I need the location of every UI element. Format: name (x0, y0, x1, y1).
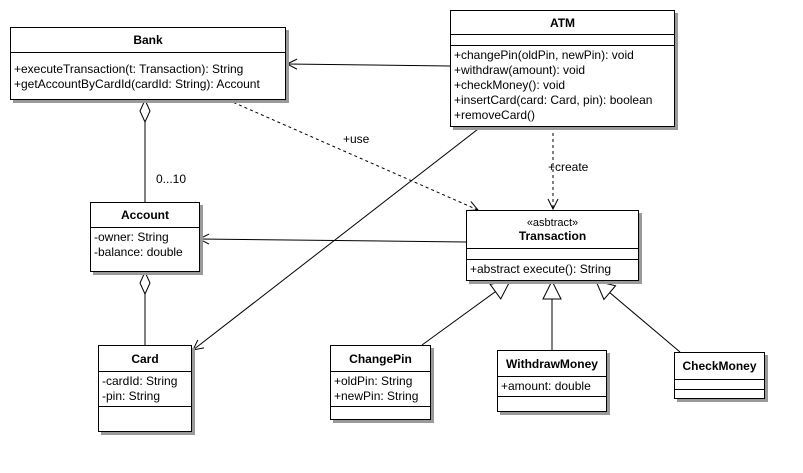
transaction-account-association (199, 239, 467, 242)
class-atm-methods: +changePin(oldPin, newPin): void +withdr… (451, 45, 674, 125)
method-withdraw: +withdraw(amount): void (454, 63, 586, 77)
class-transaction-methods: +abstract execute(): String (467, 259, 638, 279)
class-atm[interactable]: ATM +changePin(oldPin, newPin): void +wi… (450, 10, 675, 127)
class-card-empty-methods (99, 406, 191, 430)
class-transaction[interactable]: «asbtract» Transaction +abstract execute… (466, 210, 639, 281)
atm-card-association (193, 125, 483, 350)
attr-amount: +amount: double (501, 379, 591, 393)
class-atm-name: ATM (451, 11, 674, 35)
label-use: +use (343, 132, 370, 146)
attr-pin: -pin: String (102, 389, 161, 403)
class-atm-empty-attributes (451, 35, 674, 45)
class-withdrawmoney[interactable]: WithdrawMoney +amount: double (497, 350, 607, 412)
label-create: +create (548, 160, 589, 174)
attr-card-id: -cardId: String (102, 374, 178, 388)
class-changepin-empty-methods (331, 406, 430, 416)
method-change-pin: +changePin(oldPin, newPin): void (454, 48, 634, 62)
class-account[interactable]: Account -owner: String -balance: double (90, 202, 200, 272)
attr-owner: -owner: String (94, 230, 169, 244)
class-transaction-empty-attributes (467, 249, 638, 259)
class-changepin-attributes: +oldPin: String +newPin: String (331, 372, 430, 406)
class-card[interactable]: Card -cardId: String -pin: String (98, 345, 192, 432)
class-bank-name: Bank (11, 28, 285, 53)
class-transaction-header: «asbtract» Transaction (467, 211, 638, 249)
class-withdrawmoney-attributes: +amount: double (498, 377, 606, 396)
attr-old-pin: +oldPin: String (334, 374, 413, 388)
changepin-generalization (421, 280, 511, 346)
class-changepin[interactable]: ChangePin +oldPin: String +newPin: Strin… (330, 345, 431, 420)
method-execute-transaction: +executeTransaction(t: Transaction): Str… (14, 62, 244, 76)
class-bank-methods: +executeTransaction(t: Transaction): Str… (11, 53, 285, 94)
class-checkmoney-empty-methods (675, 389, 764, 398)
class-checkmoney-name: CheckMoney (675, 353, 764, 380)
class-changepin-name: ChangePin (331, 346, 430, 372)
class-account-name: Account (91, 203, 199, 228)
class-checkmoney[interactable]: CheckMoney (674, 352, 765, 399)
attr-balance: -balance: double (94, 245, 183, 259)
method-abstract-execute: +abstract execute(): String (470, 262, 612, 276)
label-multiplicity: 0...10 (156, 172, 187, 186)
method-remove-card: +removeCard() (454, 108, 536, 122)
method-get-account-by-card-id: +getAccountByCardId(cardId: String): Acc… (14, 77, 260, 91)
bank-transaction-use-dependency (227, 99, 478, 210)
method-check-money: +checkMoney(): void (454, 78, 566, 92)
class-transaction-stereotype: «asbtract» (526, 216, 579, 229)
class-card-name: Card (99, 346, 191, 372)
checkmoney-generalization (595, 280, 681, 353)
attr-new-pin: +newPin: String (334, 389, 419, 403)
class-transaction-name: Transaction (518, 228, 587, 243)
atm-bank-association (287, 64, 451, 66)
class-card-attributes: -cardId: String -pin: String (99, 372, 191, 406)
class-bank[interactable]: Bank +executeTransaction(t: Transaction)… (10, 27, 286, 100)
class-withdrawmoney-empty-methods (498, 396, 606, 408)
method-insert-card: +insertCard(card: Card, pin): boolean (454, 93, 653, 107)
class-account-attributes: -owner: String -balance: double (91, 228, 199, 262)
class-checkmoney-empty-attributes (675, 380, 764, 389)
class-withdrawmoney-name: WithdrawMoney (498, 351, 606, 377)
